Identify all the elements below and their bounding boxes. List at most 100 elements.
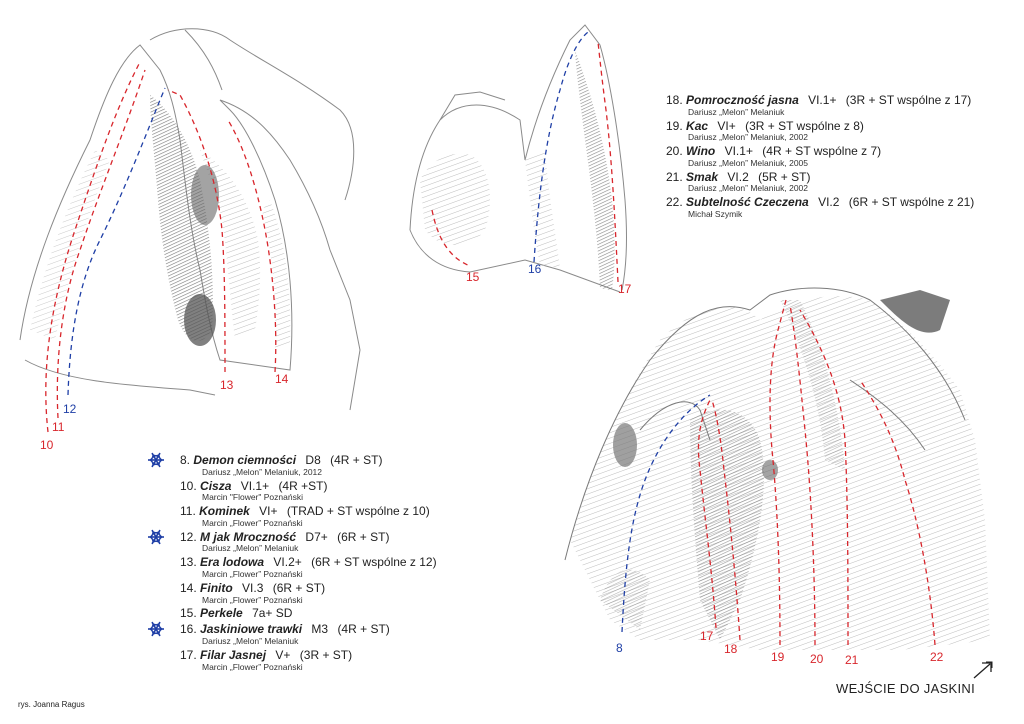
route-line-21	[799, 309, 849, 646]
route-number: 14.	[180, 580, 197, 595]
route-name: Pomroczność jasna	[686, 93, 799, 107]
route-name: Perkele	[200, 606, 243, 621]
label-22: 22	[930, 650, 944, 664]
route-author: Dariusz „Melon” Melaniuk, 2012	[202, 466, 322, 477]
route-info: (4R +ST)	[278, 478, 328, 493]
route-grade: VI.2	[818, 195, 840, 210]
snowflake-icon	[148, 529, 164, 545]
route-number: 20.	[666, 144, 683, 159]
route-grade: VI+	[717, 118, 736, 133]
route-info: (4R + ST)	[337, 622, 390, 637]
route-author: Dariusz „Melon” Melaniuk, 2002	[688, 183, 808, 194]
label-16: 16	[528, 262, 542, 276]
route-entry: 22. Subtelność Czeczena VI.2 (6R + ST ws…	[666, 195, 975, 220]
route-number: 13.	[180, 555, 197, 570]
route-info: (6R + ST wspólne z 12)	[311, 555, 437, 570]
route-name: Jaskiniowe trawki	[200, 622, 303, 637]
route-info: (3R + ST)	[299, 647, 353, 662]
route-line-17	[697, 399, 717, 629]
label-19: 19	[771, 650, 785, 664]
label-21: 21	[845, 653, 859, 667]
route-author: Dariusz „Melon” Melaniuk, 2002	[688, 132, 808, 143]
route-name: Era lodowa	[200, 555, 265, 570]
route-name: Kominek	[199, 504, 250, 519]
route-info: (5R + ST)	[758, 169, 811, 184]
route-entry: 11. Kominek VI+ (TRAD + ST wspólne z 10)…	[180, 504, 437, 529]
route-grade: VI.1+	[808, 93, 837, 107]
route-entry: 17. Filar Jasnej V+ (3R + ST) Marcin „Fl…	[180, 647, 437, 673]
route-author: Dariusz „Melon” Melaniuk	[688, 106, 785, 117]
route-number: 15.	[180, 606, 197, 621]
route-number: 12.	[180, 529, 197, 544]
route-author: Michał Szymik	[688, 209, 743, 220]
route-number: 16.	[180, 622, 197, 637]
route-name: Subtelność Czeczena	[686, 195, 809, 210]
route-line-16	[533, 31, 589, 263]
route-line-13	[167, 89, 226, 373]
route-line-17-top	[597, 41, 619, 283]
left-routes	[45, 61, 277, 433]
route-entry: 16. Jaskiniowe trawki M3 (4R + ST) Dariu…	[148, 621, 437, 647]
route-name: Demon ciemności	[193, 453, 297, 467]
route-line-14	[227, 119, 277, 373]
route-entry: 14. Finito VI.3 (6R + ST) Marcin „Flower…	[180, 580, 437, 606]
route-number: 17.	[180, 647, 197, 662]
label-10: 10	[40, 438, 54, 452]
cave-entrance-label: WEJŚCIE DO JASKINI	[836, 681, 976, 696]
route-number: 19.	[666, 118, 683, 133]
route-line-19	[769, 299, 787, 646]
label-14: 14	[275, 372, 289, 386]
snowflake-icon	[148, 452, 164, 468]
route-name: Wino	[686, 144, 716, 159]
route-info: (6R + ST)	[337, 529, 390, 544]
route-line-15	[431, 209, 471, 267]
route-author: Dariusz „Melon” Melaniuk, 2005	[688, 157, 808, 168]
middle-routes	[431, 31, 619, 283]
route-grade: VI.1+	[240, 478, 270, 493]
route-grade: M3	[311, 622, 329, 637]
route-entry: 19. Kac VI+ (3R + ST wspólne z 8) Darius…	[666, 118, 974, 144]
route-info: (4R + ST)	[330, 453, 383, 467]
route-number: 10.	[180, 478, 197, 493]
route-info: (6R + ST)	[272, 580, 326, 595]
route-number: 22.	[666, 195, 683, 210]
route-grade: V+	[275, 647, 291, 662]
route-author: Dariusz „Melon” Melaniuk	[202, 635, 299, 646]
right-routes	[621, 299, 936, 646]
route-info: (6R + ST wspólne z 21)	[848, 195, 975, 210]
route-line-11	[56, 69, 146, 419]
route-name: Finito	[200, 580, 233, 595]
route-grade: D7+	[305, 529, 328, 544]
label-12: 12	[63, 402, 77, 416]
route-number: 11.	[180, 504, 196, 519]
route-info: (3R + ST wspólne z 8)	[745, 118, 864, 133]
left-rock-shading	[30, 95, 291, 350]
route-entry: 20. Wino VI.1+ (4R + ST wspólne z 7) Dar…	[666, 144, 974, 169]
route-grade: 7a+ SD	[252, 606, 293, 621]
arrow-up-right-icon	[973, 661, 993, 679]
route-author: Marcin „Flower” Poznański	[202, 661, 303, 672]
route-number: 21.	[666, 169, 683, 184]
route-line-12	[67, 87, 166, 396]
route-name: M jak Mroczność	[200, 529, 297, 544]
route-author: Marcin "Flower" Poznański	[202, 492, 303, 503]
route-author: Marcin „Flower” Poznański	[202, 569, 303, 580]
route-list-left: 8. Demon ciemności D8 (4R + ST) Dariusz …	[148, 452, 437, 674]
route-info: (4R + ST wspólne z 7)	[762, 144, 882, 159]
route-grade: D8	[305, 453, 321, 467]
label-15: 15	[466, 270, 480, 284]
route-line-20	[789, 304, 816, 646]
route-info: (TRAD + ST wspólne z 10)	[286, 504, 430, 519]
route-number: 8.	[180, 453, 191, 467]
label-17-top: 17	[618, 282, 632, 296]
route-author: Dariusz „Melon” Melaniuk	[202, 543, 299, 554]
route-entry: 18. Pomroczność jasna VI.1+ (3R + ST wsp…	[666, 93, 974, 118]
route-entry: 13. Era lodowa VI.2+ (6R + ST wspólne z …	[180, 555, 437, 580]
route-list-right: 18. Pomroczność jasna VI.1+ (3R + ST wsp…	[666, 93, 975, 222]
label-13: 13	[220, 378, 234, 392]
label-17: 17	[700, 629, 714, 643]
route-entry: 12. M jak Mroczność D7+ (6R + ST) Darius…	[148, 529, 437, 555]
route-name: Filar Jasnej	[200, 647, 267, 662]
route-number-labels: 10 11 12 13 14 15 16 17 8 17 18 19 20 21…	[40, 262, 944, 667]
